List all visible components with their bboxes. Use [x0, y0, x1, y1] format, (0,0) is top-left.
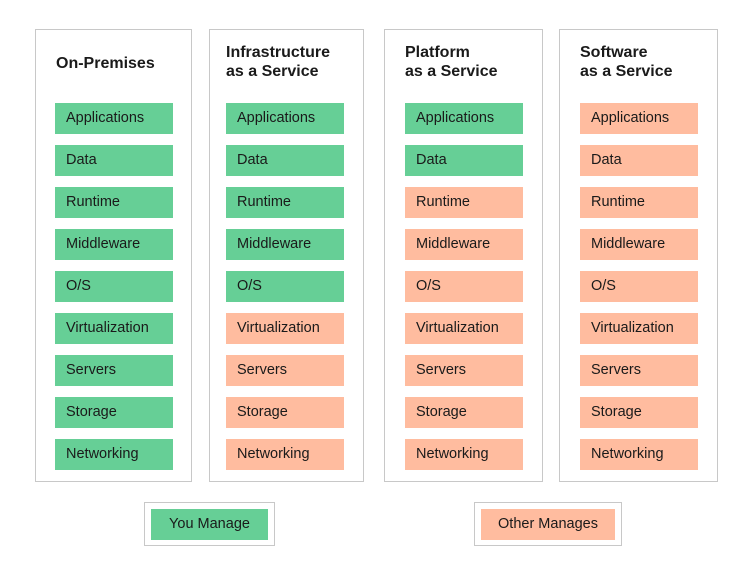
layer-os: O/S: [55, 271, 173, 302]
layer-servers: Servers: [226, 355, 344, 386]
layer-applications: Applications: [580, 103, 698, 134]
layer-applications: Applications: [55, 103, 173, 134]
layer-servers: Servers: [55, 355, 173, 386]
legend-swatch-other-manages: Other Manages: [481, 509, 615, 540]
layer-storage: Storage: [55, 397, 173, 428]
layer-virtualization: Virtualization: [226, 313, 344, 344]
layer-storage: Storage: [226, 397, 344, 428]
column-saas: Software as a Service Applications Data …: [559, 29, 718, 482]
layer-applications: Applications: [226, 103, 344, 134]
column-iaas: Infrastructure as a Service Applications…: [209, 29, 364, 482]
layer-networking: Networking: [580, 439, 698, 470]
legend-you-manage: You Manage: [144, 502, 275, 546]
layer-middleware: Middleware: [226, 229, 344, 260]
layer-data: Data: [580, 145, 698, 176]
layer-virtualization: Virtualization: [405, 313, 523, 344]
layer-data: Data: [55, 145, 173, 176]
layer-servers: Servers: [580, 355, 698, 386]
layer-servers: Servers: [405, 355, 523, 386]
layer-runtime: Runtime: [580, 187, 698, 218]
column-on-premises: On-Premises Applications Data Runtime Mi…: [35, 29, 192, 482]
legend-other-manages: Other Manages: [474, 502, 622, 546]
layer-runtime: Runtime: [405, 187, 523, 218]
layer-middleware: Middleware: [55, 229, 173, 260]
legend-swatch-you-manage: You Manage: [151, 509, 268, 540]
layer-virtualization: Virtualization: [55, 313, 173, 344]
layer-networking: Networking: [226, 439, 344, 470]
column-title: Platform as a Service: [405, 44, 498, 80]
layer-runtime: Runtime: [55, 187, 173, 218]
column-title: Software as a Service: [580, 44, 673, 80]
layer-applications: Applications: [405, 103, 523, 134]
layer-middleware: Middleware: [405, 229, 523, 260]
column-title: Infrastructure as a Service: [226, 44, 331, 80]
layer-networking: Networking: [405, 439, 523, 470]
layer-os: O/S: [226, 271, 344, 302]
column-title: On-Premises: [56, 55, 155, 72]
layer-data: Data: [405, 145, 523, 176]
layer-os: O/S: [405, 271, 523, 302]
layer-os: O/S: [580, 271, 698, 302]
column-paas: Platform as a Service Applications Data …: [384, 29, 543, 482]
layer-middleware: Middleware: [580, 229, 698, 260]
layer-networking: Networking: [55, 439, 173, 470]
layer-storage: Storage: [405, 397, 523, 428]
layer-data: Data: [226, 145, 344, 176]
layer-runtime: Runtime: [226, 187, 344, 218]
layer-virtualization: Virtualization: [580, 313, 698, 344]
layer-storage: Storage: [580, 397, 698, 428]
